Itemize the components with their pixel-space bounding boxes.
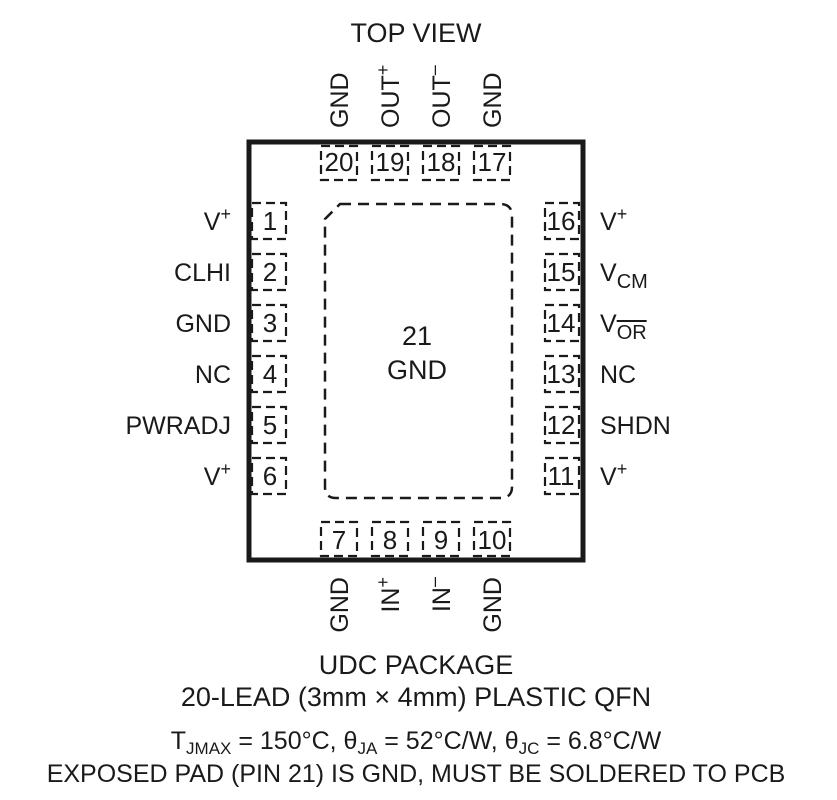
pin-17: 17 GND [472, 72, 512, 182]
pin-1-label: V+ [204, 204, 231, 236]
pin-5-pad [250, 405, 288, 445]
pin-18: 18 OUT– [421, 65, 461, 182]
pin-13-pad [543, 354, 581, 394]
thermal-spec: TJMAX = 150°C, θJA = 52°C/W, θJC = 6.8°C… [171, 727, 662, 758]
pin-17-pad [472, 144, 512, 182]
pin-2: 2 CLHI [174, 252, 288, 292]
pin-10-label: GND [479, 577, 507, 633]
pin-11-number: 11 [548, 461, 575, 491]
pin-1: 1 V+ [204, 201, 288, 241]
pin-7-number: 7 [332, 525, 346, 555]
pin-11: 11 V+ [543, 456, 627, 496]
pin-4-number: 4 [263, 359, 277, 389]
pin-15-label: VCM [600, 259, 648, 293]
pin-4: 4 NC [195, 354, 288, 394]
pin-14: 14 VOR [543, 303, 647, 344]
pin-5-label: PWRADJ [125, 412, 231, 440]
pin-18-pad [421, 144, 461, 182]
pin-19: 19 OUT+ [370, 65, 410, 182]
pin-20: 20 GND [319, 72, 359, 182]
pin-3-pad [250, 303, 288, 343]
pin-13-label: NC [600, 361, 636, 389]
pin-14-label: VOR [600, 310, 647, 344]
pin-5: 5 PWRADJ [125, 405, 288, 445]
pin-3: 3 GND [175, 303, 288, 343]
pin-15-pad [543, 252, 581, 292]
exposed-pad-note: EXPOSED PAD (PIN 21) IS GND, MUST BE SOL… [47, 760, 786, 788]
pin-20-label: GND [326, 72, 354, 128]
pin-9-number: 9 [434, 525, 448, 555]
pin-12-pad [543, 405, 581, 445]
diagram-title: TOP VIEW [350, 18, 482, 48]
pin-10-pad [472, 520, 512, 558]
pin-8-label: IN+ [373, 577, 405, 613]
pin-16: 16 V+ [543, 201, 627, 241]
pin-13-number: 13 [547, 359, 576, 389]
pin-5-number: 5 [263, 410, 277, 440]
pin-16-pad [543, 201, 581, 241]
pin-16-number: 16 [547, 206, 576, 236]
pin-3-label: GND [175, 310, 231, 338]
pin-3-number: 3 [263, 308, 277, 338]
pin-9: 9IN– [421, 520, 461, 612]
pin-11-label: V+ [600, 459, 627, 491]
exposed-pad-label: GND [387, 355, 447, 385]
pin-1-number: 1 [263, 206, 277, 236]
pin-19-number: 19 [376, 147, 405, 177]
pin-6-pad [250, 456, 288, 496]
pin-6-number: 6 [263, 461, 277, 491]
pin-17-number: 17 [478, 147, 507, 177]
exposed-pad-outline [323, 202, 514, 500]
package-name: UDC PACKAGE [319, 650, 514, 680]
pin-18-label: OUT– [424, 65, 456, 128]
pin-20-number: 20 [325, 147, 354, 177]
pin-6: 6 V+ [204, 456, 288, 496]
pin-8-number: 8 [383, 525, 397, 555]
pin-1-pad [250, 201, 288, 241]
pin-2-label: CLHI [174, 259, 231, 287]
pin-9-label: IN– [424, 577, 456, 612]
pin-4-pad [250, 354, 288, 394]
pin-8: 8IN+ [370, 520, 410, 613]
pin-16-label: V+ [600, 204, 627, 236]
top-pins: 20 GND 19 OUT+ 18 OUT– 17 GND [319, 65, 512, 182]
pin-19-label: OUT+ [373, 65, 405, 128]
pin-7-pad [319, 520, 359, 558]
package-outline [246, 139, 586, 563]
pin-19-pad [370, 144, 410, 182]
pin-20-pad [319, 144, 359, 182]
pin-7-label: GND [326, 577, 354, 633]
pin-2-pad [250, 252, 288, 292]
package-description: 20-LEAD (3mm × 4mm) PLASTIC QFN [181, 682, 651, 712]
pin-11-pad [543, 456, 581, 496]
pin-18-number: 18 [427, 147, 456, 177]
pin-15-number: 15 [547, 257, 576, 287]
pin-8-pad [370, 520, 410, 558]
pin-9-pad [421, 520, 461, 558]
pin-12-number: 12 [547, 410, 576, 440]
pin-14-pad [543, 303, 581, 343]
pin-17-label: GND [479, 72, 507, 128]
pin-13: 13 NC [543, 354, 636, 394]
pin-6-label: V+ [204, 459, 231, 491]
pin-4-label: NC [195, 361, 231, 389]
pin-12: 12 SHDN [543, 405, 671, 445]
pin-14-number: 14 [547, 308, 576, 338]
pin-12-label: SHDN [600, 412, 671, 440]
exposed-pad-number: 21 [402, 321, 432, 351]
pin-15: 15 VCM [543, 252, 648, 293]
pin-2-number: 2 [263, 257, 277, 287]
pin-10-number: 10 [478, 525, 507, 555]
